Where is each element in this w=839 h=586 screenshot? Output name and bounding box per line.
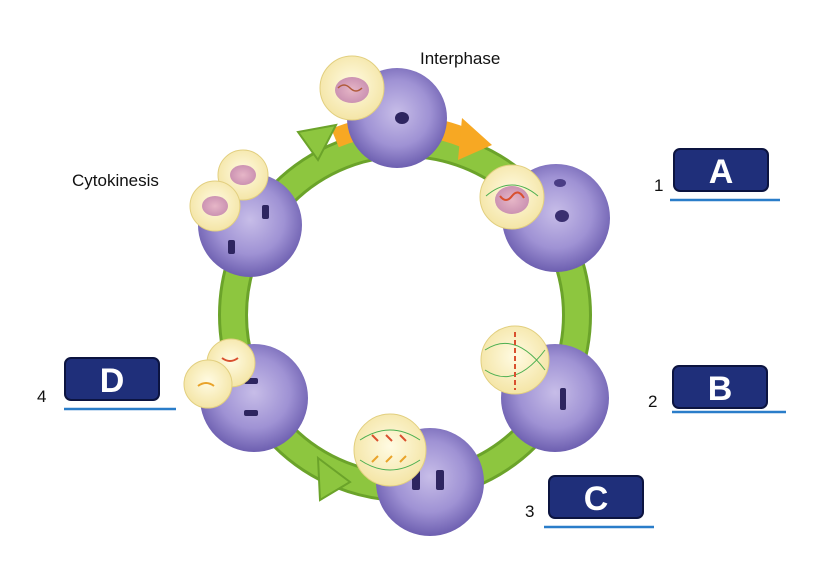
answer-letter-c: C	[584, 480, 609, 518]
inset-prophase	[479, 164, 545, 230]
answer-box-d[interactable]: D	[64, 357, 160, 401]
answer-number-2: 2	[648, 392, 657, 411]
inset-interphase	[319, 55, 385, 121]
answer-box-c[interactable]: C	[548, 475, 644, 519]
ring-arrowhead-bottom	[316, 455, 352, 502]
ring-arrowhead-top	[296, 123, 338, 162]
answer-box-a[interactable]: A	[673, 148, 769, 192]
inset-anaphase	[353, 413, 427, 487]
interphase-label: Interphase	[420, 49, 500, 68]
answer-box-b[interactable]: B	[672, 365, 768, 409]
cytokinesis-label: Cytokinesis	[72, 171, 159, 190]
inset-cytokinesis	[189, 149, 269, 232]
answer-letter-d: D	[100, 362, 125, 400]
answer-letter-a: A	[709, 153, 734, 191]
answer-number-4: 4	[37, 387, 46, 406]
answer-letter-b: B	[708, 370, 733, 408]
answer-number-3: 3	[525, 502, 534, 521]
inset-telophase	[183, 338, 256, 409]
answer-number-1: 1	[654, 176, 663, 195]
inset-metaphase	[480, 325, 550, 395]
